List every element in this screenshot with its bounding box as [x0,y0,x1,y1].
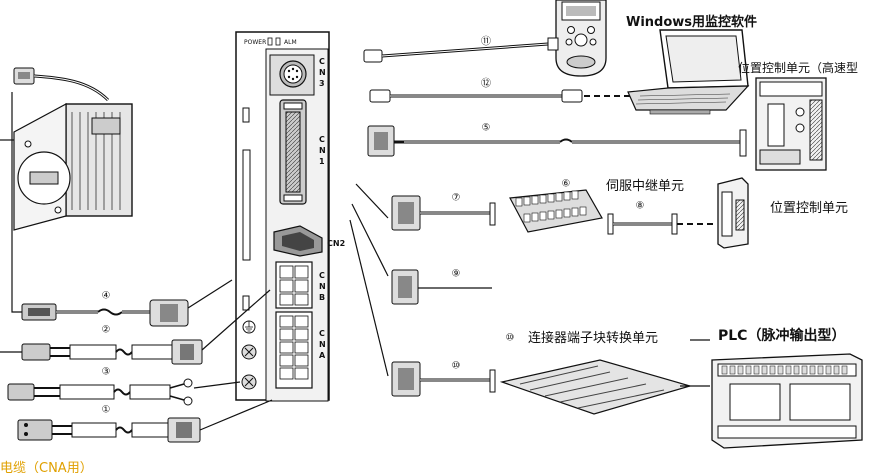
callout-4: ④ [102,291,111,302]
position-control-unit [717,177,749,249]
cable-2 [0,289,271,365]
ring-terminal [183,396,193,406]
cable-12 [369,89,630,103]
cn1-branch-lines [349,183,389,377]
callout-8: ⑧ [636,201,645,212]
motor-shaft [29,171,59,185]
cn2-label: CN2 [327,239,345,248]
cable-7 [391,195,496,231]
callout-1: ① [102,405,111,416]
power-led [267,37,273,46]
alm-label: ALM [284,39,297,46]
callout-2: ② [102,325,111,336]
plc-label: PLC（脉冲输出型） [718,327,845,344]
callout-11: ⑪ [481,36,491,48]
callout-5: ⑤ [482,123,491,134]
cable-11 [363,37,559,63]
alm-led [275,37,281,46]
laptop [627,29,750,115]
servo-motor [13,67,133,231]
bottom-caption: 电缆（CNA用） [0,460,93,473]
cable-10 [391,361,496,397]
cable-4 [21,279,233,327]
terminal-block-unit-label: 连接器端子块转换单元 [528,330,658,346]
callout-3: ③ [102,367,111,378]
terminal-block-conversion-unit [499,339,710,415]
cable-3 [7,378,241,406]
cable-8 [607,213,716,235]
position-control-unit-high-speed [755,77,827,171]
servo-relay-unit-label: 伺服中继单元 [606,179,684,194]
callout-6: ⑥ [562,179,571,190]
servo-relay-unit [509,189,603,233]
callout-10-unit: ⑩ [506,333,515,344]
ring-terminal [183,378,193,388]
callout-10: ⑩ [452,361,461,372]
plc-unit [711,353,863,449]
windows-software-label: Windows用监控软件 [626,14,757,30]
parameter-unit [555,0,607,77]
position-unit-high-speed-label: 位置控制单元（高速型 [738,60,858,75]
power-label: POWER [244,39,266,46]
callout-12: ⑫ [481,78,491,90]
callout-7: ⑦ [452,193,461,204]
position-unit-label: 位置控制单元 [770,201,848,216]
callout-9: ⑨ [452,269,461,280]
cable-5 [367,125,747,157]
cable-9 [391,269,492,305]
cable-1 [17,399,273,443]
